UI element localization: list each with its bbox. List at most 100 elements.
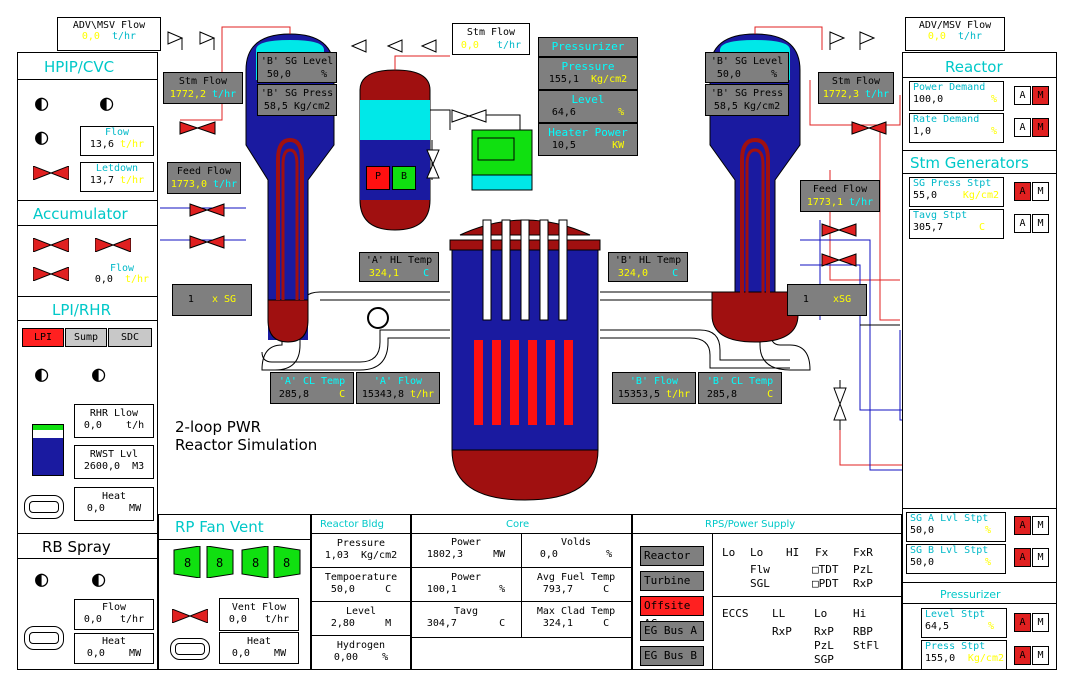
fan-1-icon[interactable]: 8	[172, 545, 202, 581]
feed-flow-right-label: Feed Flow	[812, 184, 868, 195]
sump-button[interactable]: Sump	[65, 328, 107, 347]
fan-1-label: 8	[184, 556, 191, 570]
tavg-manual-button[interactable]: M	[1032, 214, 1049, 233]
power-demand-manual-button[interactable]: M	[1032, 86, 1049, 105]
accumulator-title: Accumulator	[33, 205, 128, 223]
rate-demand-box[interactable]: Rate Demand 1,0%	[909, 113, 1004, 143]
pzr-press-manual-button[interactable]: M	[1032, 646, 1049, 665]
bldg-temperature-value: 50,0	[330, 584, 355, 595]
accumulator-valve-3-icon[interactable]	[32, 266, 70, 284]
rps-hi: HI	[786, 546, 800, 559]
stm-flow-left-label: Stm Flow	[178, 76, 228, 87]
b-sg-level-right-value: 50,0	[716, 69, 741, 80]
accumulator-valve-1-icon[interactable]	[32, 237, 70, 255]
sg-b-lvl-manual-button[interactable]: M	[1032, 548, 1049, 567]
rb-spray-pump-1-icon[interactable]: ◐	[35, 567, 49, 592]
vent-flow-label: Vent Flow	[231, 602, 287, 613]
hpip-pump-3-icon[interactable]: ◐	[35, 125, 49, 150]
sg-press-auto-button[interactable]: A	[1014, 182, 1031, 201]
sg-b-lvl-auto-button[interactable]: A	[1014, 548, 1031, 567]
rp-vent-valve-icon[interactable]	[171, 608, 209, 626]
adv-right-title: ADV/MSV Flow	[918, 20, 992, 31]
rps-offsite-ac-button[interactable]: Offsite AC	[640, 596, 704, 630]
core-power-pct: Power 100,1 %	[411, 572, 521, 596]
x-sg-right-box[interactable]: 1 xSG	[787, 284, 867, 316]
simulation-title-line1: 2-loop PWR	[175, 418, 262, 436]
vent-flow-unit: t/hr	[265, 614, 290, 625]
pzr-backup-heater-button[interactable]: B	[392, 166, 416, 190]
rps-turbine-button[interactable]: Turbine	[640, 571, 704, 591]
eccs-stfl: StFl	[853, 639, 880, 652]
accumulator-valve-2-icon[interactable]	[94, 237, 132, 255]
rhr-flow-label: RHR Llow	[89, 408, 139, 419]
rps-power-panel	[632, 514, 902, 670]
fan-4-icon[interactable]: 8	[272, 545, 302, 581]
b-cl-temp-unit: C	[767, 389, 774, 400]
rps-fx: Fx	[815, 546, 829, 559]
lpi-heat-box: Heat 0,0 MW	[74, 487, 154, 521]
reactor-vessel	[449, 219, 601, 501]
eccs-rbp: RBP	[853, 625, 873, 638]
pzr-level-manual-button[interactable]: M	[1032, 613, 1049, 632]
sg-a-lvl-auto-button[interactable]: A	[1014, 516, 1031, 535]
hpip-flow-box: Flow 13,6 t/hr	[80, 126, 154, 156]
rps-eg-bus-a-button[interactable]: EG Bus A	[640, 621, 704, 641]
a-hl-temp-box: 'A' HL Temp 324,1 C	[359, 252, 439, 282]
rate-demand-auto-button[interactable]: A	[1014, 118, 1031, 137]
sg-press-manual-button[interactable]: M	[1032, 182, 1049, 201]
hpip-pump-1-icon[interactable]: ◐	[35, 91, 49, 116]
pzr-press-auto-button[interactable]: A	[1014, 646, 1031, 665]
hpip-pump-2-icon[interactable]: ◐	[100, 91, 114, 116]
b-sg-level-left-value: 50,0	[266, 69, 291, 80]
sg-b-lvl-stpt-box[interactable]: SG B Lvl Stpt 50,0%	[906, 544, 1006, 574]
letdown-valve-icon[interactable]	[32, 165, 70, 181]
rb-spray-pump-2-icon[interactable]: ◐	[92, 567, 106, 592]
pzr-proportional-heater-button[interactable]: P	[366, 166, 390, 190]
rb-spray-heat-value: 0,0	[86, 648, 105, 659]
rps-reactor-button[interactable]: Reactor	[640, 546, 704, 566]
lpi-heat-label: Heat	[101, 491, 127, 502]
fan-3-icon[interactable]: 8	[240, 545, 270, 581]
a-hl-temp-label: 'A' HL Temp	[365, 255, 433, 266]
power-demand-box[interactable]: Power Demand 100,0%	[909, 81, 1004, 111]
rhr-flow-value: 0,0	[83, 420, 102, 431]
pzr-pressure-label: Pressure	[561, 60, 615, 73]
rp-fan-heat-unit: MW	[274, 648, 287, 659]
adv-msv-left-panel: ADV\MSV Flow 0,0 t/hr	[57, 17, 161, 51]
sg-a-lvl-manual-button[interactable]: M	[1032, 516, 1049, 535]
rate-demand-manual-button[interactable]: M	[1032, 118, 1049, 137]
feed-flow-left-label: Feed Flow	[176, 166, 232, 177]
lpi-pump-1-icon[interactable]: ◐	[35, 362, 49, 387]
tavg-auto-button[interactable]: A	[1014, 214, 1031, 233]
adv-left-unit: t/hr	[112, 31, 137, 42]
stm-flow-right-unit: t/hr	[865, 89, 890, 100]
rb-spray-flow-value: 0,0	[83, 614, 102, 625]
sdc-button[interactable]: SDC	[108, 328, 152, 347]
b-hl-temp-value: 324,0	[617, 268, 648, 279]
lpi-heat-unit: MW	[129, 503, 142, 514]
eccs-lo: Lo	[814, 607, 828, 620]
x-sg-left-box[interactable]: 1 x SG	[172, 284, 252, 316]
lpi-pump-2-icon[interactable]: ◐	[92, 362, 106, 387]
accumulator-flow: Flow 0,0 t/hr	[94, 263, 150, 285]
power-demand-value: 100,0	[913, 94, 944, 105]
sg-a-lvl-stpt-box[interactable]: SG A Lvl Stpt 50,0%	[906, 512, 1006, 542]
core-avg-fuel-unit: C	[603, 584, 610, 595]
hpip-title: HPIP/CVC	[44, 58, 115, 76]
a-flow-label: 'A' Flow	[373, 376, 423, 387]
bldg-temperature-label: Tempoerature	[324, 572, 398, 583]
core-tavg: Tavg 304,7 C	[411, 606, 521, 630]
vent-flow-box: Vent Flow 0,0 t/hr	[219, 598, 299, 631]
fan-2-icon[interactable]: 8	[205, 545, 235, 581]
lpi-button[interactable]: LPI	[22, 328, 64, 347]
pzr-level-auto-button[interactable]: A	[1014, 613, 1031, 632]
pzr-level-stpt-box[interactable]: Level Stpt 64,5%	[921, 608, 1007, 638]
pzr-level-stpt-unit: %	[987, 621, 994, 632]
rps-eg-bus-b-button[interactable]: EG Bus B	[640, 646, 704, 666]
b-sg-level-left-label: 'B' SG Level	[260, 56, 334, 67]
pzr-heater-value: 10,5	[551, 140, 576, 151]
power-demand-auto-button[interactable]: A	[1014, 86, 1031, 105]
